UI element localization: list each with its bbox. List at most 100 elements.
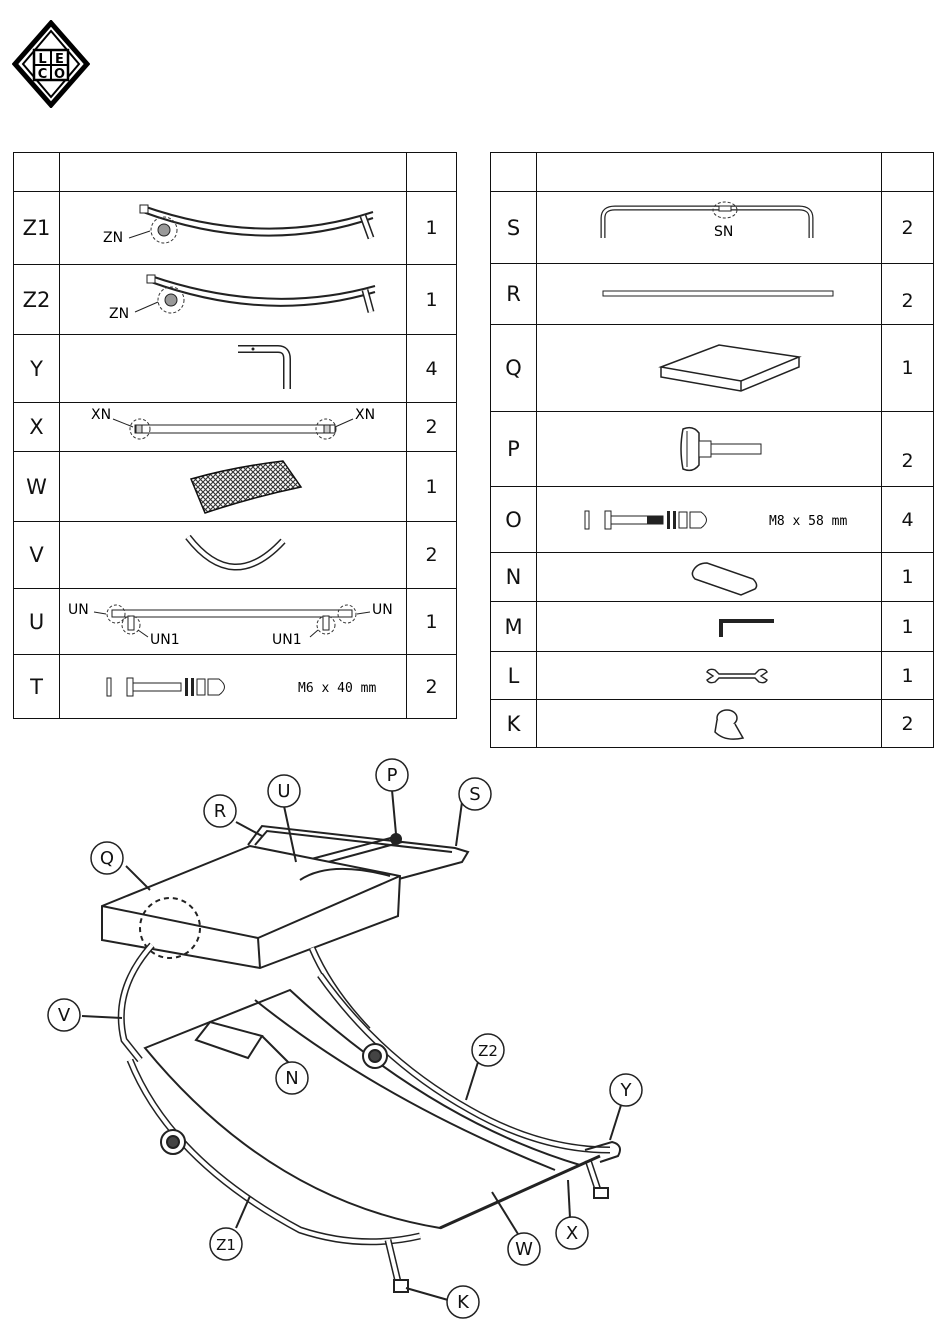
sub-label: UN1 — [272, 632, 302, 648]
part-id: Q — [491, 325, 537, 412]
part-id: O — [491, 487, 537, 553]
callout-z2: Z2 — [472, 1034, 504, 1066]
bolt-set-drawing: M8 x 58 mm — [539, 500, 879, 540]
svg-text:E: E — [55, 52, 64, 67]
part-id: W — [14, 452, 60, 522]
table-row: U UN UN UN1 UN1 1 — [14, 589, 457, 655]
part-id: P — [491, 412, 537, 487]
sub-label: XN — [355, 407, 375, 423]
part-qty: 1 — [882, 602, 934, 652]
callout-k: K — [447, 1286, 479, 1318]
sub-label: UN — [372, 602, 393, 618]
parts-table-right: S SN 2 R 2 Q — [490, 152, 934, 748]
part-id: X — [14, 403, 60, 452]
svg-text:K: K — [457, 1292, 470, 1313]
spec-label: M6 x 40 mm — [298, 681, 376, 696]
table-row: L 1 — [491, 652, 934, 700]
callout-n: N — [276, 1062, 308, 1094]
table-row: M 1 — [491, 602, 934, 652]
part-drawing — [60, 452, 407, 522]
table-row: T M6 x 40 mm 2 — [14, 655, 457, 719]
svg-text:Q: Q — [100, 848, 114, 869]
part-id: Z1 — [14, 192, 60, 265]
svg-text:P: P — [387, 765, 398, 786]
rocker-frame-drawing: ZN — [83, 270, 383, 330]
part-qty: 2 — [407, 403, 457, 452]
part-qty: 2 — [882, 264, 934, 325]
wrench-drawing — [559, 656, 859, 696]
part-id: Z2 — [14, 265, 60, 335]
table-row: Q 1 — [491, 325, 934, 412]
callout-w: W — [508, 1233, 540, 1265]
part-qty: 2 — [407, 522, 457, 589]
part-id: R — [491, 264, 537, 325]
part-drawing — [537, 700, 882, 748]
table-header-row — [14, 153, 457, 192]
part-drawing: M6 x 40 mm — [60, 655, 407, 719]
canopy-bar-drawing: UN UN UN1 UN1 — [60, 592, 406, 652]
svg-text:O: O — [54, 67, 65, 82]
table-row: S SN 2 — [491, 192, 934, 264]
l-tube-drawing — [83, 341, 383, 396]
allen-key-drawing — [559, 607, 859, 647]
part-drawing: XN XN — [60, 403, 407, 452]
assembly-drawing: R U P S Q V N Z2 Y Z1 W X K — [0, 750, 950, 1342]
cushion-drawing — [559, 333, 859, 403]
part-qty: 1 — [407, 452, 457, 522]
table-row: W 1 — [14, 452, 457, 522]
callout-v: V — [48, 999, 80, 1031]
callout-p: P — [376, 759, 408, 791]
part-drawing — [537, 264, 882, 325]
svg-text:Z1: Z1 — [216, 1236, 236, 1254]
callout-r: R — [204, 795, 236, 827]
straight-bar-drawing — [559, 279, 859, 309]
header-cell — [537, 153, 882, 192]
part-drawing: UN UN UN1 UN1 — [60, 589, 407, 655]
part-drawing — [537, 602, 882, 652]
part-id: K — [491, 700, 537, 748]
part-qty: 2 — [882, 192, 934, 264]
part-id: T — [14, 655, 60, 719]
table-row: V 2 — [14, 522, 457, 589]
table-row: N 1 — [491, 553, 934, 602]
part-id: U — [14, 589, 60, 655]
foot-cap-drawing — [559, 702, 859, 746]
table-row: Z1 ZN 1 — [14, 192, 457, 265]
knob-screw-drawing — [559, 419, 859, 479]
table-row: X XN XN 2 — [14, 403, 457, 452]
part-id: S — [491, 192, 537, 264]
svg-text:W: W — [515, 1239, 533, 1260]
part-drawing: ZN — [60, 265, 407, 335]
part-drawing — [60, 335, 407, 403]
parts-table-left: Z1 ZN 1 Z2 — [13, 152, 457, 719]
svg-text:Y: Y — [620, 1080, 633, 1101]
table-row: Z2 ZN 1 — [14, 265, 457, 335]
mesh-fabric-drawing — [83, 457, 383, 517]
sub-label: ZN — [109, 306, 129, 322]
sub-label: ZN — [103, 230, 123, 246]
sub-label: UN — [68, 602, 89, 618]
header-cell — [491, 153, 537, 192]
part-qty: 1 — [882, 325, 934, 412]
table-row: R 2 — [491, 264, 934, 325]
part-drawing: SN — [537, 192, 882, 264]
svg-text:Z2: Z2 — [478, 1042, 498, 1060]
part-id: Y — [14, 335, 60, 403]
part-drawing — [537, 553, 882, 602]
svg-text:R: R — [214, 801, 227, 822]
part-qty: 1 — [882, 652, 934, 700]
part-qty: 2 — [407, 655, 457, 719]
part-id: V — [14, 522, 60, 589]
callout-x: X — [556, 1217, 588, 1249]
header-cell — [407, 153, 457, 192]
callout-y: Y — [610, 1074, 642, 1106]
pillow-drawing — [559, 555, 859, 599]
callout-q: Q — [91, 842, 123, 874]
header-cell — [882, 153, 934, 192]
part-qty: 1 — [407, 192, 457, 265]
part-qty: 1 — [407, 265, 457, 335]
table-row: P 2 — [491, 412, 934, 487]
part-drawing — [537, 652, 882, 700]
sub-label: UN1 — [150, 632, 180, 648]
callout-z1: Z1 — [210, 1228, 242, 1260]
